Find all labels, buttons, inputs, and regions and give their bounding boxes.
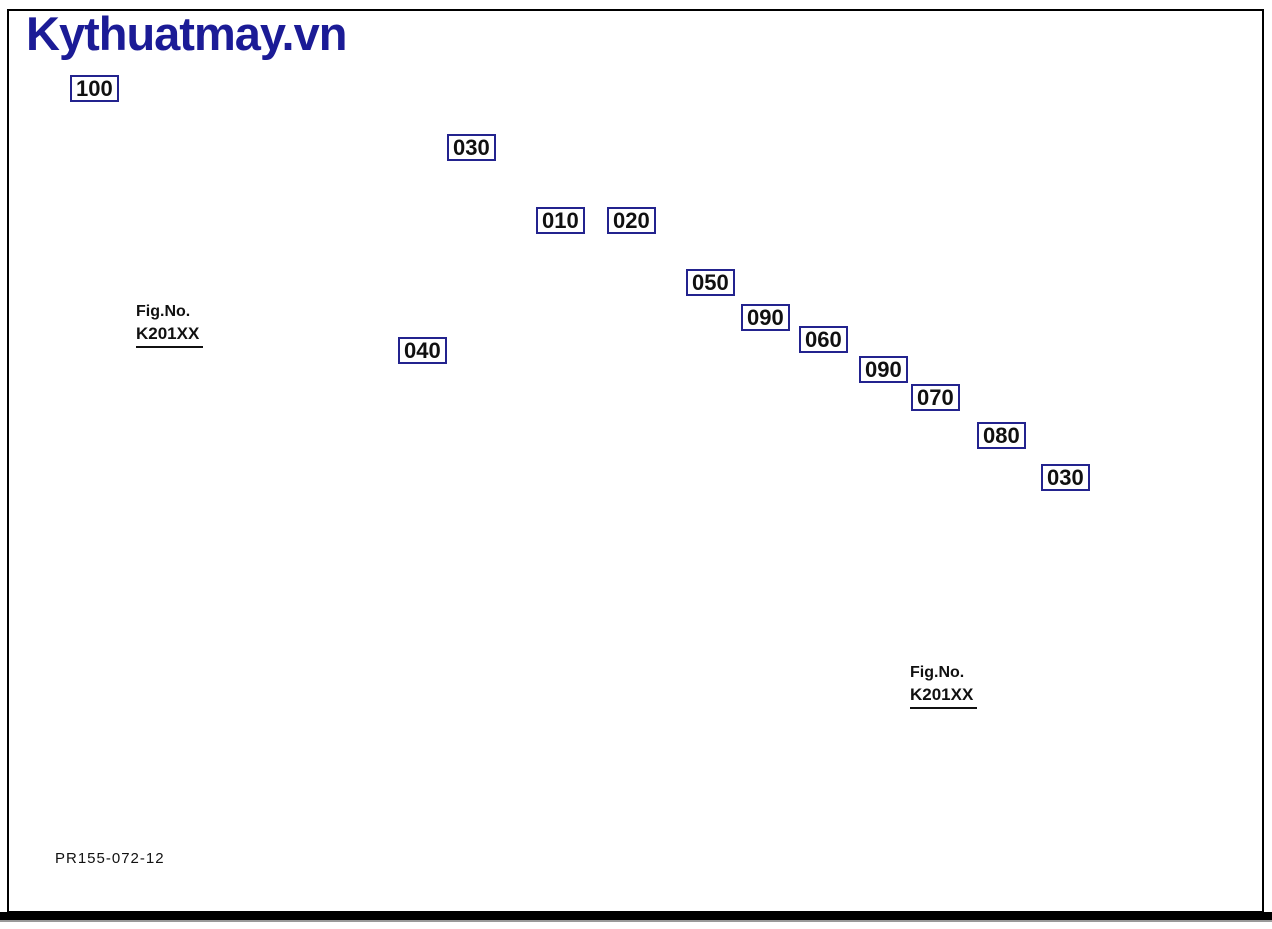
part-callout-090-a[interactable]: 090: [741, 304, 790, 331]
diagram-border-frame: [7, 9, 1264, 913]
part-callout-030-a[interactable]: 030: [447, 134, 496, 161]
part-callout-100[interactable]: 100: [70, 75, 119, 102]
bottom-divider-bar: [0, 912, 1272, 920]
bottom-divider-shadow: [0, 920, 1272, 922]
fig-no-label-right: Fig.No. K201XX: [910, 662, 978, 709]
part-callout-020[interactable]: 020: [607, 207, 656, 234]
part-callout-090-b[interactable]: 090: [859, 356, 908, 383]
part-callout-040[interactable]: 040: [398, 337, 447, 364]
fig-no-code: K201XX: [910, 684, 978, 709]
fig-no-caption: Fig.No.: [136, 303, 191, 320]
drawing-code: PR155-072-12: [55, 850, 165, 867]
fig-no-code: K201XX: [136, 323, 204, 348]
part-callout-050[interactable]: 050: [686, 269, 735, 296]
site-logo[interactable]: Kythuatmay.vn: [26, 7, 347, 60]
part-callout-080[interactable]: 080: [977, 422, 1026, 449]
part-callout-010[interactable]: 010: [536, 207, 585, 234]
fig-no-label-left: Fig.No. K201XX: [136, 301, 204, 348]
part-callout-030-b[interactable]: 030: [1041, 464, 1090, 491]
part-callout-070[interactable]: 070: [911, 384, 960, 411]
part-callout-060[interactable]: 060: [799, 326, 848, 353]
fig-no-caption: Fig.No.: [910, 664, 965, 681]
